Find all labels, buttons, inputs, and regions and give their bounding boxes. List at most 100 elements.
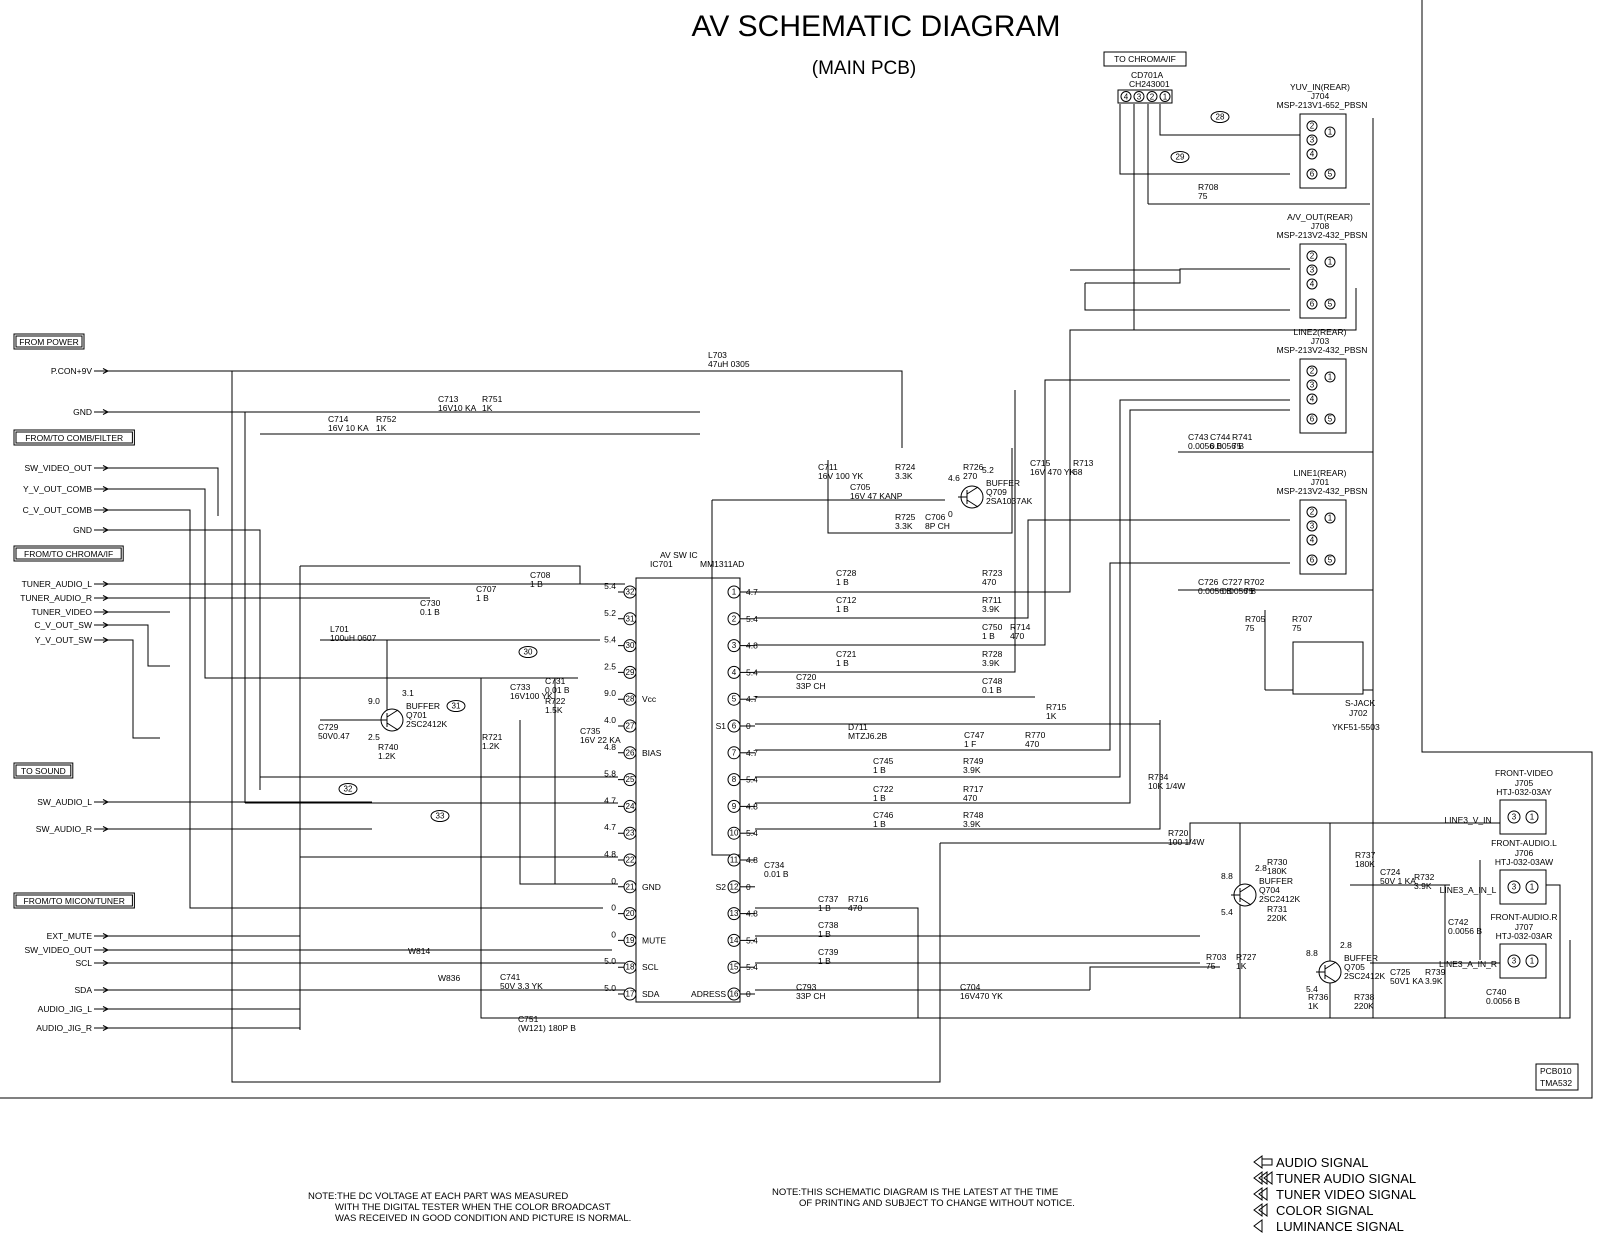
component-value: 1K	[376, 423, 387, 433]
buffer-title: BUFFER	[406, 701, 440, 711]
rear-jack-pin	[1306, 250, 1318, 262]
left-signal-port: GND	[73, 407, 92, 417]
left-signal-arrow-icon	[94, 581, 110, 587]
component-ref: C744	[1210, 432, 1231, 442]
ic-right-pin-voltage: 4.8	[746, 909, 758, 919]
rear-jack-pin-number: 6	[1310, 556, 1315, 565]
left-signal-arrow-icon	[94, 960, 110, 966]
color-arrow-icon	[1253, 1203, 1263, 1217]
component-ref: R751	[482, 394, 503, 404]
left-signal-box-label: FROM/TO COMB/FILTER	[25, 433, 123, 443]
component-value: 68	[1073, 467, 1083, 477]
test-point-number: 30	[524, 648, 533, 657]
component-value: 470	[982, 577, 996, 587]
ic-left-pin-voltage: 5.4	[604, 581, 616, 591]
ic-right-pin-voltage: 5.4	[746, 667, 758, 677]
component-value: 220K	[1354, 1001, 1374, 1011]
ic-right-pin	[727, 907, 741, 921]
front-jack-part: HTJ-032-03AY	[1496, 787, 1552, 797]
ic-left-pin-number: 21	[626, 882, 635, 891]
audio-arrow-icon	[1253, 1155, 1263, 1169]
legend-label: COLOR SIGNAL	[1276, 1203, 1374, 1218]
ic-left-pin-voltage: 4.0	[604, 715, 616, 725]
component-value: 1 B	[836, 658, 849, 668]
component-ref: R723	[982, 568, 1003, 578]
ic-right-pin-voltage: 5.4	[746, 614, 758, 624]
rear-jack-title: YUV_IN(REAR)	[1290, 82, 1350, 92]
buffer-part: 2SC2412K	[1344, 971, 1385, 981]
schematic-frame	[0, 0, 1593, 1099]
component-ref: C747	[964, 730, 985, 740]
component-value: 470	[848, 903, 862, 913]
rear-jack-ref: J701	[1311, 477, 1330, 487]
ic-left-pin-name: SDA	[642, 989, 660, 999]
component-ref: C729	[318, 722, 339, 732]
note-line: NOTE:THE DC VOLTAGE AT EACH PART WAS MEA…	[308, 1191, 568, 1202]
ic-right-pin	[727, 746, 741, 760]
ic-left-pin	[623, 826, 637, 840]
buffer-transistors: BUFFERQ7092SA1037AK4.65.20BUFFERQ7012SC2…	[368, 465, 1385, 994]
test-point-badge	[1170, 151, 1190, 163]
ic-left-pin	[623, 612, 637, 626]
component-ref: C724	[1380, 867, 1401, 877]
component-ref: R739	[1425, 967, 1446, 977]
component-value: 1 B	[476, 593, 489, 603]
component-ref: R749	[963, 756, 984, 766]
component-value: 33P CH	[796, 681, 826, 691]
ic-right-pin	[727, 853, 741, 867]
buffer-ref: Q705	[1344, 962, 1365, 972]
ic-left-pin-number: 29	[626, 668, 635, 677]
component-ref: C722	[873, 784, 894, 794]
diagram-title: AV SCHEMATIC DIAGRAM	[692, 10, 1061, 43]
cd701-pin-number: 2	[1150, 93, 1155, 102]
left-signal-arrow-icon	[94, 595, 110, 601]
note-line: NOTE:THIS SCHEMATIC DIAGRAM IS THE LATES…	[772, 1187, 1058, 1198]
rear-jack-pin	[1306, 506, 1318, 518]
sjack-title: S-JACK	[1345, 698, 1376, 708]
component-ref: R740	[378, 742, 399, 752]
component-ref: R717	[963, 784, 984, 794]
front-jack-box	[1499, 799, 1547, 835]
ic-right-pin-voltage: 4.8	[746, 855, 758, 865]
buffer-voltage: 4.6	[948, 473, 960, 483]
component-ref: C725	[1390, 967, 1411, 977]
buffer-part: 2SC2412K	[1259, 894, 1300, 904]
left-signal-port: Y_V_OUT_SW	[35, 635, 92, 645]
component-value: 0.01 B	[545, 685, 570, 695]
tuner-video-arrow-icon	[1253, 1187, 1263, 1201]
rear-jack-pin	[1306, 120, 1318, 132]
ic-left-pin-voltage: 5.4	[604, 635, 616, 645]
buffer-ref: Q709	[986, 487, 1007, 497]
front-jack-ref: J707	[1515, 922, 1534, 932]
rear-jack-pin-number: 6	[1310, 170, 1315, 179]
pcb-ref-2: TMA532	[1540, 1078, 1572, 1088]
component-ref: C705	[850, 482, 871, 492]
ic-right-pin-voltage: 4.7	[746, 587, 758, 597]
component-value: 0.1 B	[982, 685, 1002, 695]
component-ref: R728	[982, 649, 1003, 659]
component-value: MTZJ6.2B	[848, 731, 888, 741]
tuner-video-arrow-icon	[1258, 1187, 1268, 1201]
component-value: 75	[1244, 586, 1254, 596]
test-point-badge	[518, 646, 538, 658]
rear-jack-title: A/V_OUT(REAR)	[1287, 212, 1353, 222]
left-signal-box-label: FROM/TO CHROMA/IF	[24, 549, 113, 559]
component-ref: W836	[438, 973, 460, 983]
component-ref: C711	[818, 462, 838, 472]
front-jack-signal: LINE3_V_IN	[1444, 815, 1491, 825]
component-value: 10K 1/4W	[1148, 781, 1185, 791]
notes: NOTE:THE DC VOLTAGE AT EACH PART WAS MEA…	[308, 1187, 1075, 1224]
rear-jack-pin	[1306, 298, 1318, 310]
front-jack-pin-number: 1	[1530, 883, 1535, 892]
transistor-leads	[1231, 884, 1252, 906]
ic-right-pin-number: 2	[732, 614, 737, 623]
front-jack-ref: J706	[1515, 848, 1534, 858]
ic-left-pin	[623, 719, 637, 733]
component-value: 180K	[1267, 866, 1287, 876]
ic-left-pin	[623, 746, 637, 760]
component-value: 75	[1198, 191, 1208, 201]
ic-left-pin-name: SCL	[642, 962, 659, 972]
